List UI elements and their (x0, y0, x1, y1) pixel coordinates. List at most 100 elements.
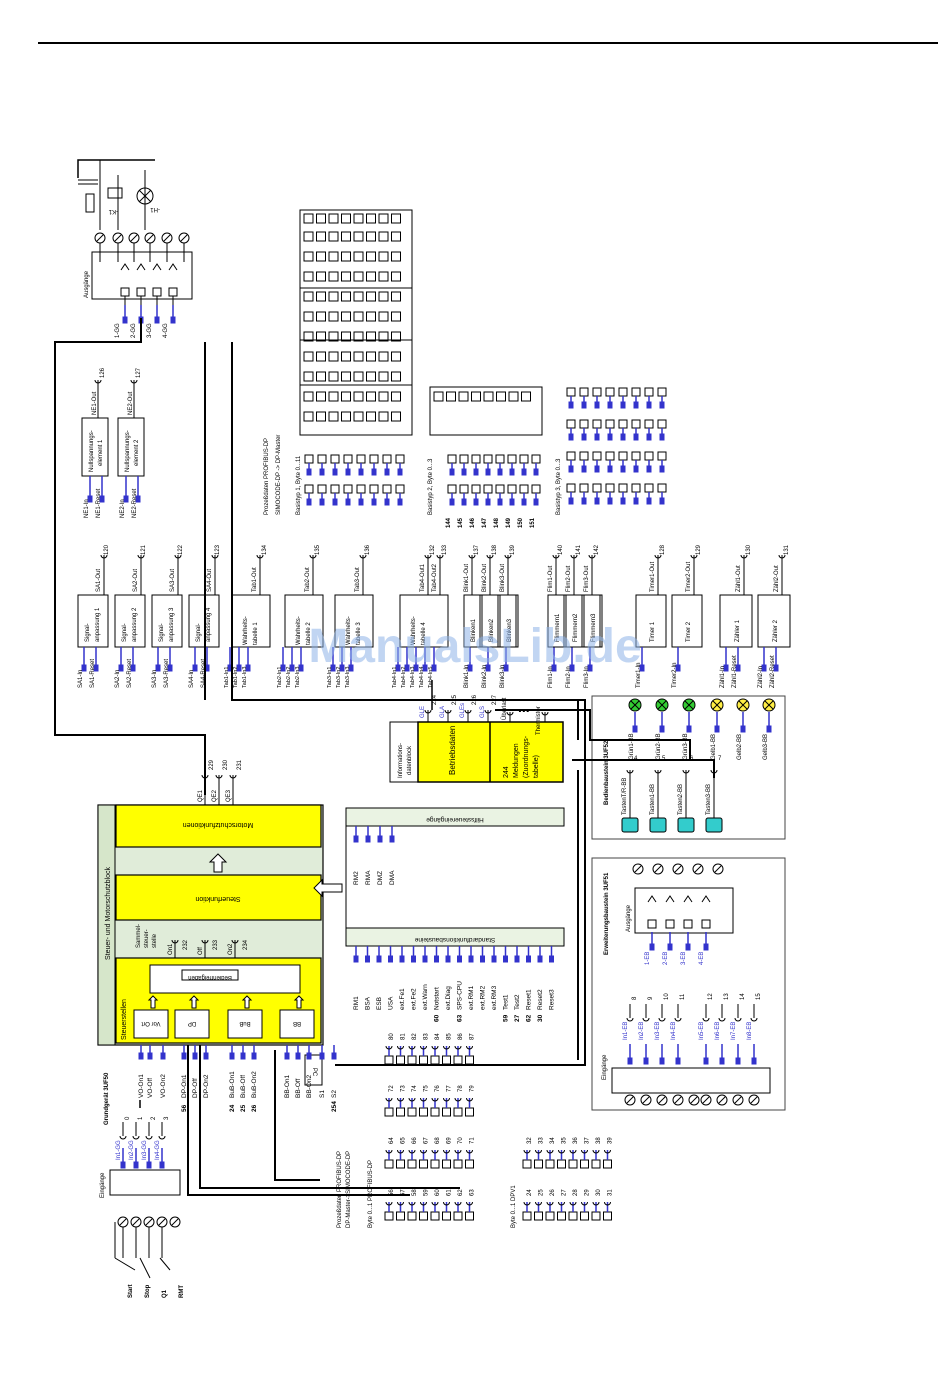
signal-adapt-out: SA2-Out (133, 569, 139, 592)
basic1-bit (316, 311, 326, 322)
basic1-bit (303, 213, 314, 224)
standard-input-num: 27 (514, 1014, 521, 1022)
plug (497, 468, 503, 476)
dpv1-bit-num: 26 (550, 1189, 556, 1196)
socket (408, 1045, 416, 1050)
truth-table-num: 132 (430, 544, 436, 555)
basic1-bit (353, 311, 364, 322)
basic-input-label: In1-GG (116, 1140, 122, 1160)
counter-name: Zähler 1 (735, 619, 741, 642)
station-input: VO-Off (147, 1078, 154, 1098)
socket (397, 1097, 404, 1102)
blinker-out: Blink2-Out (482, 564, 488, 592)
timer-in: Timer2-In (672, 663, 678, 688)
exp-contact (701, 895, 711, 903)
basic3-bit (644, 419, 654, 429)
plug (365, 955, 370, 963)
basic1-bit (316, 231, 326, 242)
pdi-bit-num: 58 (412, 1189, 418, 1196)
pdi-subtitle: DP-Master->SIMOCODE-DP (346, 1151, 352, 1228)
basic1-bit (378, 213, 389, 224)
plug (646, 465, 652, 473)
pc-label: PC (311, 1068, 317, 1077)
plug (537, 955, 543, 963)
basic2-out-bit (459, 454, 469, 464)
exp-input-num: 14 (740, 993, 746, 1000)
plug (306, 498, 312, 506)
signal-adapt-name: anpassung 3 (169, 607, 175, 642)
socket (682, 769, 690, 774)
pdi-bit-num: 69 (447, 1137, 453, 1144)
plug (526, 955, 531, 963)
pdi-bit-num: 78 (458, 1085, 464, 1092)
basic1-bit (353, 331, 364, 342)
truth-table-block (399, 594, 449, 648)
basic2-bit (508, 391, 519, 402)
pdi-bit (465, 1159, 474, 1169)
pdi-bit-num: 77 (447, 1085, 453, 1092)
truth-table-name: tabelle 4 (421, 622, 427, 645)
socket (94, 379, 102, 384)
socket (424, 554, 432, 559)
basic1-bit (353, 371, 364, 382)
exp-input-label: In4-EB (671, 1022, 677, 1040)
resistor (85, 193, 95, 213)
station-input: BB-On1 (284, 1074, 291, 1098)
pdi-bit (396, 1159, 405, 1169)
socket (431, 1201, 439, 1206)
pdi-bit (453, 1211, 463, 1221)
basic1-bit (341, 391, 351, 402)
led-green-label: Grün3-BB (683, 733, 689, 760)
plug (686, 725, 692, 733)
plug (649, 943, 655, 951)
dpv1-bit-num: 35 (562, 1137, 568, 1144)
plug (120, 1161, 126, 1169)
standard-blocks-label: Standardfunktionsbausteine (414, 936, 495, 943)
output-coil (168, 287, 178, 297)
standard-input: BSA (365, 996, 372, 1010)
contact (168, 263, 178, 271)
basic3-bit (579, 483, 589, 493)
socket (158, 1135, 166, 1140)
exp-input-num: 9 (648, 996, 654, 1000)
field-label: RMT (179, 1285, 185, 1298)
exp-output-label: 2-EB (663, 952, 669, 965)
output-terminal-4 (161, 232, 173, 244)
output-label-3: 4-GG (163, 323, 169, 338)
standard-input: SPS-CPU (457, 981, 464, 1010)
standard-input: USA (388, 996, 395, 1010)
socket (436, 554, 444, 559)
aux-inputs-box (345, 807, 565, 827)
plug (397, 498, 403, 506)
screw-slot (96, 234, 104, 242)
plug (245, 664, 251, 672)
plug (280, 664, 286, 672)
basic1-bit (366, 291, 376, 302)
basic1-bit (328, 231, 339, 242)
plug (509, 498, 515, 506)
socket (468, 554, 476, 559)
plug (473, 468, 479, 476)
station-label: Vor Ort (141, 1020, 160, 1026)
dpv1-bit-num: 39 (608, 1137, 614, 1144)
basic3-bit (592, 387, 602, 397)
led-yellow-label: Gelb2-BB (737, 734, 743, 760)
basic1-bit (303, 331, 314, 342)
plug (123, 495, 129, 503)
dpv1-bit (568, 1159, 578, 1169)
flicker-in: Flim1-In (548, 666, 554, 688)
basic1-bit (353, 411, 364, 422)
pdi-bit (396, 1211, 405, 1221)
flicker-out: Flim3-Out (584, 565, 590, 592)
socket (454, 1097, 462, 1102)
exp-input-label: In3-EB (655, 1022, 661, 1040)
timer-block (635, 594, 667, 648)
signal-adapt-block (151, 594, 183, 648)
field-label: Stop (145, 1284, 151, 1298)
info-title: datenblock (407, 745, 413, 775)
collector-label: stelle (152, 933, 158, 948)
dpv1-bit-num: 37 (585, 1137, 591, 1144)
info-socket: GLA (440, 706, 446, 718)
plug (703, 1057, 709, 1065)
exp-output-label: 4-EB (699, 952, 705, 965)
